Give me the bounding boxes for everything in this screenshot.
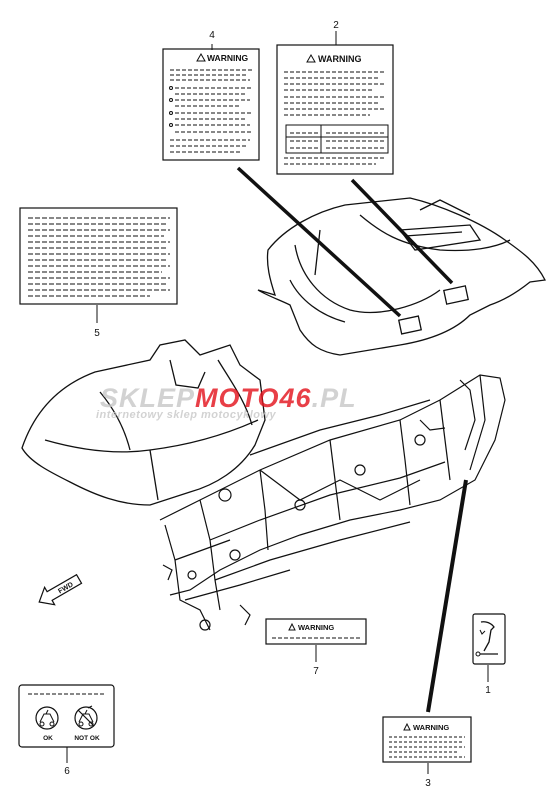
watermark-brand-num: 46 (279, 383, 312, 413)
part-4-warning-label: WARNING (162, 48, 260, 161)
part-3-warning-label: WARNING (382, 716, 472, 763)
part-6-ok-text: OK (43, 735, 53, 742)
part-4-warning-title: WARNING (207, 53, 248, 63)
part-7-warning-label: WARNING (265, 618, 367, 645)
rear-fender-outline (257, 197, 546, 356)
part-7-warning-title: WARNING (298, 623, 334, 632)
part-5-instruction-label (19, 207, 178, 305)
part-4-number: 4 (209, 30, 215, 41)
part-2-warning-title: WARNING (318, 54, 362, 64)
front-fender-outline (21, 339, 266, 506)
part-1-number: 1 (485, 685, 491, 696)
fwd-arrow: FWD (38, 573, 83, 606)
part-2-warning-label: WARNING (276, 44, 394, 175)
watermark-logo: SKLEPMOTO46.PL internetowy sklep motocyk… (96, 383, 357, 421)
part-2-number: 2 (333, 20, 339, 31)
fwd-arrow-text: FWD (57, 581, 74, 595)
watermark-brand-mid: MOTO (195, 383, 280, 413)
part-6-number: 6 (64, 766, 70, 777)
watermark-tagline: internetowy sklep motocyklowy (96, 409, 277, 421)
part-6-not-ok-text: NOT OK (74, 735, 100, 742)
part-5-number: 5 (94, 328, 100, 339)
svg-text:SKLEPMOTO46.PL: SKLEPMOTO46.PL (100, 383, 357, 413)
watermark-brand-tld: .PL (312, 383, 357, 413)
part-6-ok-label: OK NOT OK (18, 684, 115, 748)
part-3-number: 3 (425, 778, 431, 789)
part-7-number: 7 (313, 666, 319, 677)
part-3-warning-title: WARNING (413, 723, 449, 732)
watermark-brand-left: SKLEP (100, 383, 195, 413)
frame-outline (159, 374, 506, 631)
part-1-shift-label (472, 613, 506, 665)
